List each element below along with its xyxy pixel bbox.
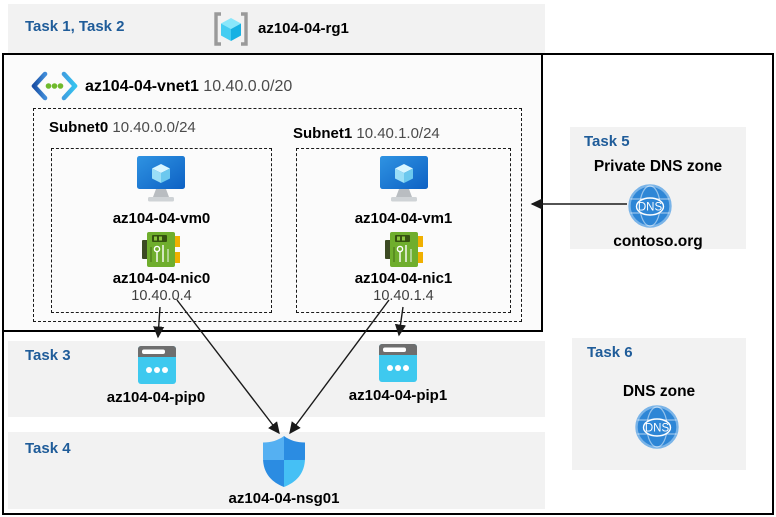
task3-label: Task 3 (25, 347, 71, 364)
nic0-icon (142, 232, 180, 267)
pip0-icon (138, 346, 176, 384)
dns-zone-icon: DNS (635, 405, 679, 449)
private-dns-icon-text: DNS (638, 202, 663, 214)
resource-group-icon (214, 12, 248, 46)
vnet-name: az104-04-vnet1 (85, 78, 199, 95)
virtual-network-icon (31, 71, 78, 101)
nic0-ip: 10.40.0.4 (131, 288, 192, 304)
vnet-title: az104-04-vnet1 10.40.0.0/20 (85, 78, 292, 96)
vnet-box (2, 53, 543, 332)
nic1-ip: 10.40.1.4 (373, 288, 434, 304)
vm0-label: az104-04-vm0 (112, 210, 211, 227)
pip1-label: az104-04-pip1 (348, 387, 448, 404)
subnet0-dashed-box (51, 148, 272, 313)
dns-zone-icon-text: DNS (645, 423, 670, 435)
private-dns-zone-name: contoso.org (613, 233, 703, 250)
nic1-label: az104-04-nic1 (354, 270, 453, 287)
nic0-label: az104-04-nic0 (112, 270, 211, 287)
task6-label: Task 6 (587, 344, 633, 361)
vm1-label: az104-04-vm1 (354, 210, 453, 227)
subnet0-cidr: 10.40.0.0/24 (112, 119, 196, 136)
task1-2-band: Task 1, Task 2 az104-04-rg1 (8, 4, 545, 54)
dns-zone-title: DNS zone (622, 383, 696, 400)
task4-label: Task 4 (25, 440, 71, 457)
resource-group-name: az104-04-rg1 (258, 20, 349, 37)
task1-2-label: Task 1, Task 2 (25, 18, 125, 35)
nsg-shield-icon (263, 436, 305, 487)
pip1-icon (379, 344, 417, 382)
subnet0-title: Subnet0 10.40.0.0/24 (49, 119, 196, 136)
subnet1-cidr: 10.40.1.0/24 (356, 125, 440, 142)
nic1-icon (385, 232, 423, 267)
vm0-icon (137, 156, 185, 202)
vm1-icon (380, 156, 428, 202)
subnet0-name: Subnet0 (49, 119, 109, 136)
pip0-label: az104-04-pip0 (106, 389, 206, 406)
subnet1-title: Subnet1 10.40.1.0/24 (293, 125, 440, 142)
private-dns-zone-title: Private DNS zone (593, 158, 723, 175)
vnet-cidr: 10.40.0.0/20 (203, 78, 293, 95)
task5-label: Task 5 (584, 133, 630, 150)
nsg-label: az104-04-nsg01 (228, 490, 340, 507)
private-dns-zone-icon: DNS (628, 184, 672, 228)
subnet1-name: Subnet1 (293, 125, 353, 142)
